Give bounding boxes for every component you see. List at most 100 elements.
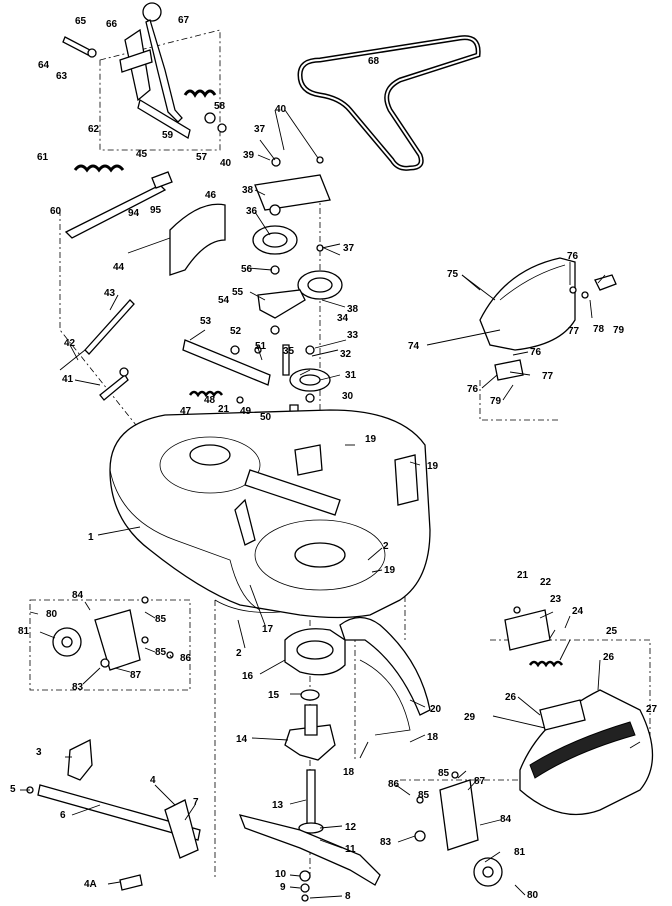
callout-labels: 1 2 2 3 4 4A 5 6 7 8 9 10 11 12 13 14 15… [10,15,658,902]
callout-27: 27 [646,704,658,715]
callout-86: 86 [388,779,400,790]
callout-21: 21 [517,570,529,581]
callout-64: 64 [38,60,50,71]
callout-62: 62 [88,124,100,135]
callout-3: 3 [36,747,42,758]
callout-66: 66 [106,19,118,30]
anti-scalp-wheel-right [414,771,503,887]
callout-15: 15 [268,690,280,701]
callout-39: 39 [243,150,255,161]
callout-4a: 4A [84,879,97,890]
callout-59: 59 [162,130,174,141]
baffle [339,616,431,716]
callout-83: 83 [380,837,392,848]
callout-87: 87 [130,670,142,681]
callout-18: 18 [427,732,439,743]
callout-49: 49 [240,406,252,417]
callout-33: 33 [347,330,359,341]
callout-18: 18 [343,767,355,778]
anti-scalp-wheel-left [52,596,174,671]
callout-7: 7 [193,797,199,808]
callout-86: 86 [180,653,192,664]
callout-19: 19 [365,434,377,445]
callout-2: 2 [383,541,389,552]
callout-34: 34 [337,313,349,324]
callout-61: 61 [37,152,49,163]
callout-21: 21 [218,404,230,415]
spindle-assembly [238,628,381,902]
callout-81: 81 [18,626,30,637]
callout-13: 13 [272,800,284,811]
callout-43: 43 [104,288,116,299]
callout-11: 11 [345,844,356,855]
callout-60: 60 [50,206,62,217]
callout-26: 26 [505,692,517,703]
callout-4: 4 [150,775,156,786]
callout-1: 1 [88,532,94,543]
callout-56: 56 [241,264,253,275]
callout-12: 12 [345,822,357,833]
callout-84: 84 [72,590,84,601]
callout-38: 38 [347,304,359,315]
callout-16: 16 [242,671,254,682]
callout-85: 85 [155,614,167,625]
callout-17: 17 [262,624,274,635]
callout-81: 81 [514,847,526,858]
callout-48: 48 [204,395,216,406]
callout-50: 50 [260,412,272,423]
engagement-lever-assembly [62,2,227,239]
callout-23: 23 [550,594,562,605]
callout-51: 51 [255,341,267,352]
callout-85: 85 [438,768,450,779]
callout-25: 25 [606,626,618,637]
callout-53: 53 [200,316,212,327]
callout-9: 9 [280,882,286,893]
discharge-deflector [519,689,654,816]
callout-38: 38 [242,185,254,196]
idler-pulley-stack [252,156,343,431]
callout-8: 8 [345,891,351,902]
callout-79: 79 [490,396,502,407]
callout-54: 54 [218,295,230,306]
callout-87: 87 [474,776,486,787]
callout-85: 85 [418,790,430,801]
callout-68: 68 [368,56,380,67]
callout-46: 46 [205,190,217,201]
belt-guard [169,203,226,276]
callout-30: 30 [342,391,354,402]
callout-67: 67 [178,15,190,26]
callout-37: 37 [254,124,266,135]
callout-94: 94 [128,208,140,219]
deflector-hinge-assembly [504,606,602,699]
callout-19: 19 [427,461,439,472]
callout-58: 58 [214,101,226,112]
callout-32: 32 [340,349,352,360]
callout-45: 45 [136,149,148,160]
callout-80: 80 [46,609,58,620]
callout-75: 75 [447,269,459,280]
callout-29: 29 [464,712,476,723]
callout-24: 24 [572,606,584,617]
callout-77: 77 [542,371,554,382]
drive-belt [297,35,481,171]
callout-79: 79 [613,325,625,336]
callout-76: 76 [467,384,479,395]
callout-57: 57 [196,152,208,163]
callout-5: 5 [10,784,16,795]
callout-26: 26 [603,652,615,663]
callout-95: 95 [150,205,162,216]
callout-40: 40 [275,104,287,115]
callout-35: 35 [283,346,295,357]
callout-52: 52 [230,326,242,337]
callout-55: 55 [232,287,244,298]
linkage-rods [69,299,135,401]
callout-77: 77 [568,326,580,337]
callout-6: 6 [60,810,66,821]
callout-76: 76 [530,347,542,358]
leader-lines [20,109,641,899]
callout-22: 22 [540,577,552,588]
callout-37: 37 [343,243,355,254]
callout-84: 84 [500,814,512,825]
callout-65: 65 [75,16,87,27]
